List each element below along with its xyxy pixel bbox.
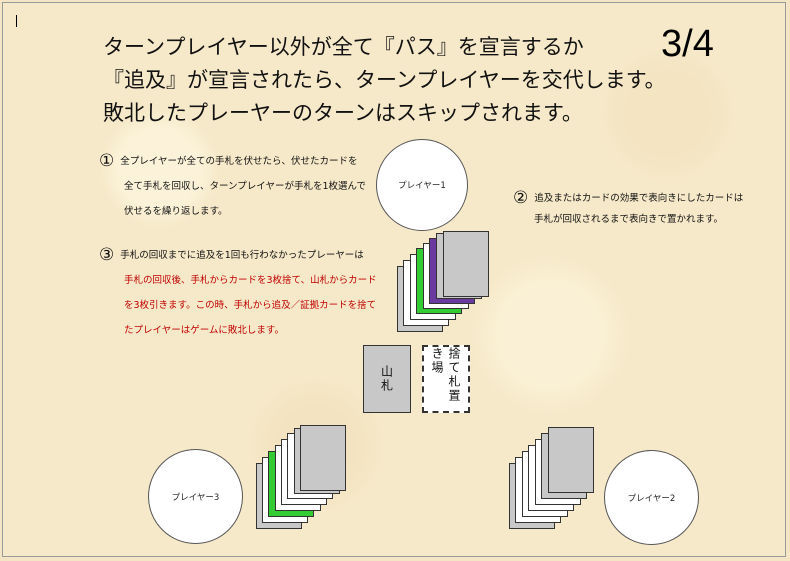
note-1: ① 全プレイヤーが全ての手札を伏せたら、伏せたカードを 全て手札を回収し、ターンプ… (99, 149, 366, 224)
note-2-line-2: 手札が回収されるまで表向きで置かれます。 (534, 214, 724, 225)
discard-label: 捨て札置き場 (430, 347, 461, 403)
note-2: ② 追及またはカードの効果で表向きにしたカードは 手札が回収されるまで表向きで置か… (513, 186, 743, 229)
player-3-label: プレイヤー3 (171, 492, 220, 503)
note-3-number: ③ (99, 245, 115, 265)
player-2-token: プレイヤー2 (604, 450, 699, 545)
headline-line-1: ターンプレイヤー以外が全て『パス』を宣言するか (103, 35, 584, 59)
note-3: ③ 手札の回収までに追及を1回も行わなかったプレーヤーは 手札の回収後、手札からカ… (99, 243, 377, 343)
p2-card (548, 427, 594, 493)
note-1-line-1: 全プレイヤーが全ての手札を伏せたら、伏せたカードを (120, 156, 358, 167)
deck-pile[interactable]: 山札 (363, 345, 411, 413)
note-3-line-2: 手札の回収後、手札からカードを3枚捨て、山札からカード (124, 275, 377, 286)
discard-area[interactable]: 捨て札置き場 (422, 345, 470, 413)
note-3-line-1: 手札の回収までに追及を1回も行わなかったプレーヤーは (120, 250, 364, 261)
note-1-line-2: 全て手札を回収し、ターンプレイヤーが手札を1枚選んで (124, 181, 367, 192)
text-cursor (16, 15, 17, 27)
headline-line-2: 『追及』が宣言されたら、ターンプレイヤーを交代します。 (103, 68, 666, 92)
deck-label: 山札 (379, 365, 394, 393)
note-2-number: ② (513, 188, 529, 208)
note-3-line-4: たプレイヤーはゲームに敗北します。 (124, 325, 284, 336)
p3-card (300, 425, 346, 491)
page-number: 3/4 (661, 23, 714, 65)
player-1-label: プレイヤー1 (398, 181, 446, 191)
note-1-number: ① (99, 151, 115, 171)
player-1-token: プレイヤー1 (376, 139, 468, 231)
note-1-line-3: 伏せるを繰り返します。 (124, 206, 228, 217)
note-3-line-3: を3枚引きます。この時、手札から追及／証拠カードを捨て (124, 300, 377, 311)
player-2-label: プレイヤー2 (627, 493, 676, 504)
p1-card (443, 231, 489, 297)
note-2-line-1: 追及またはカードの効果で表向きにしたカードは (534, 193, 744, 204)
player-3-token: プレイヤー3 (148, 449, 243, 544)
headline-line-3: 敗北したプレーヤーのターンはスキップされます。 (103, 101, 583, 125)
